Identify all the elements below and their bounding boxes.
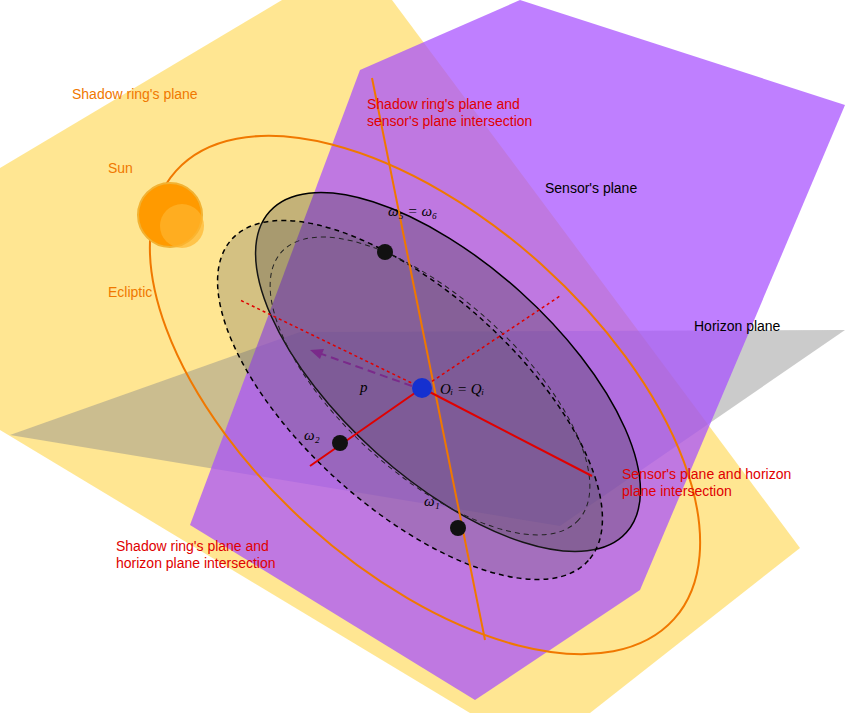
omega5-point [377, 244, 393, 260]
point-label: Oᵢ = Qᵢ [440, 380, 484, 398]
point-label: ω₁ [424, 492, 440, 510]
ring-sensor-intersection [372, 78, 485, 640]
omega2-point [332, 435, 348, 451]
point-label: ω₂ [304, 426, 320, 444]
intersection-label: Shadow ring's plane and horizon plane in… [116, 538, 316, 572]
center-point [412, 378, 432, 398]
plane-label: Sensor's plane [545, 180, 637, 197]
ring-horizon-intersection-back [422, 296, 560, 388]
vector-label: p⃗ [360, 378, 379, 396]
sun-label: Sun [108, 160, 133, 177]
sensor-horizon-intersection [422, 388, 592, 476]
sun-highlight [160, 204, 204, 248]
omega1-point [450, 520, 466, 536]
ecliptic-orbit [59, 41, 791, 713]
sensor-horizon-intersection-back [240, 300, 422, 388]
intersection-label: Shadow ring's plane and sensor's plane i… [367, 96, 562, 130]
shadow-ring-mid [222, 187, 637, 585]
intersection-label: Sensor's plane and horizon plane interse… [622, 466, 822, 500]
plane-label: Shadow ring's plane [72, 86, 198, 103]
vector-p-head [310, 349, 324, 359]
ring-horizon-intersection [310, 388, 422, 466]
plane-label: Horizon plane [694, 318, 780, 335]
ecliptic-label: Ecliptic [108, 284, 152, 301]
point-label: ω₅ = ω₆ [388, 202, 437, 220]
